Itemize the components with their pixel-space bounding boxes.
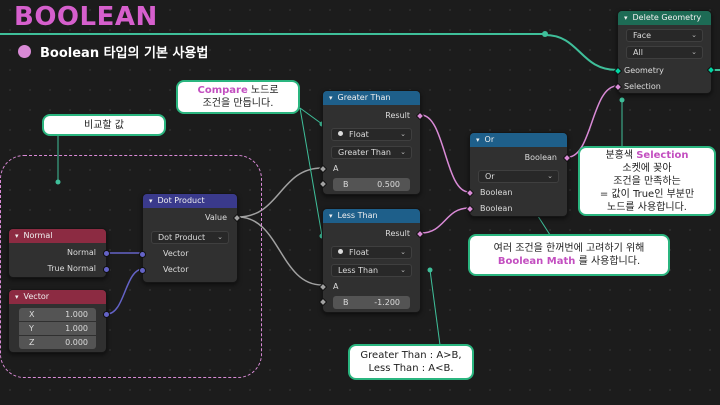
chevron-down-icon[interactable]: ▾	[624, 14, 628, 22]
chevron-down-icon: ⌄	[547, 172, 553, 180]
chevron-down-icon: ⌄	[400, 148, 406, 156]
delete-geometry-node[interactable]: ▾Delete Geometry Face⌄ All⌄ Geometry Sel…	[613, 10, 716, 94]
geometry-wire-dot	[542, 31, 548, 37]
chevron-down-icon[interactable]: ▾	[476, 136, 480, 144]
output-normal: Normal	[9, 247, 110, 259]
socket-icon[interactable]	[103, 265, 110, 273]
domain-dropdown[interactable]: Face⌄	[626, 29, 703, 42]
node-header[interactable]: ▾Greater Than	[323, 91, 420, 105]
geometry-wire-in	[544, 34, 618, 71]
wire-lt-to-or	[420, 207, 470, 234]
operation-dropdown[interactable]: Or⌄	[478, 170, 559, 183]
input-vector-1: Vector	[139, 248, 237, 260]
input-boolean-2: Boolean	[465, 203, 567, 215]
leader-compare	[299, 107, 323, 125]
node-header[interactable]: ▾Less Than	[323, 209, 420, 223]
chevron-down-icon[interactable]: ▾	[329, 94, 333, 102]
input-selection: Selection	[613, 81, 711, 93]
greater-than-node[interactable]: ▾Greater Than Result Float⌄ Greater Than…	[318, 90, 425, 195]
socket-icon[interactable]	[103, 249, 110, 257]
data-type-dropdown[interactable]: Float⌄	[331, 128, 412, 141]
title-underline	[0, 33, 545, 35]
chevron-down-icon: ⌄	[691, 48, 697, 56]
data-type-dropdown[interactable]: Float⌄	[331, 246, 412, 259]
callout-compare: Compare 노드로 조건을 만듭니다.	[176, 80, 300, 114]
operation-dropdown[interactable]: Less Than⌄	[331, 264, 412, 277]
output-boolean: Boolean	[470, 152, 572, 164]
input-boolean-1: Boolean	[465, 187, 567, 199]
node-header[interactable]: ▾Vector	[9, 290, 106, 304]
circle-dot-icon	[338, 131, 343, 136]
callout-selection: 분홍색 Selection 소켓에 꽂아 조건을 만족하는 = 값이 True인…	[578, 146, 716, 216]
page-subtitle: Boolean 타입의 기본 사용법	[40, 46, 209, 61]
operation-dropdown[interactable]: Greater Than⌄	[331, 146, 412, 159]
output-true-normal: True Normal	[9, 263, 110, 275]
input-b-field[interactable]: B-1.200	[333, 296, 410, 309]
socket-icon[interactable]	[139, 266, 146, 274]
chevron-down-icon[interactable]: ▾	[149, 197, 153, 205]
mode-dropdown[interactable]: All⌄	[626, 46, 703, 59]
socket-icon[interactable]	[103, 311, 110, 318]
page-title: BOOLEAN	[14, 2, 158, 32]
chevron-down-icon[interactable]: ▾	[15, 232, 19, 240]
wire-gt-to-or	[420, 114, 470, 193]
wire-value-to-gt	[237, 167, 323, 218]
chevron-down-icon[interactable]: ▾	[329, 212, 333, 220]
node-header[interactable]: ▾Dot Product	[143, 194, 237, 208]
wire-value-to-lt	[237, 216, 323, 286]
chevron-down-icon: ⌄	[400, 130, 406, 138]
input-vector-2: Vector	[139, 264, 237, 276]
output-result: Result	[323, 228, 425, 240]
callout-greater-less: Greater Than : A>B, Less Than : A<B.	[348, 344, 474, 380]
bullet-icon	[18, 45, 31, 58]
leader-compare-2	[299, 107, 323, 237]
normal-node[interactable]: ▾Normal Normal True Normal	[8, 228, 110, 278]
less-than-node[interactable]: ▾Less Than Result Float⌄ Less Than⌄ A B-…	[318, 208, 425, 313]
operation-dropdown[interactable]: Dot Product⌄	[151, 231, 229, 244]
input-a: A	[318, 281, 420, 293]
dot-product-node[interactable]: ▾Dot Product Value Dot Product⌄ Vector V…	[139, 193, 242, 283]
input-geometry: Geometry	[613, 65, 711, 77]
leader-gt-lt	[429, 269, 441, 346]
output-result: Result	[323, 110, 425, 122]
socket-icon[interactable]	[139, 250, 146, 258]
chevron-down-icon: ⌄	[217, 233, 223, 241]
callout-compare-value: 비교할 값	[42, 114, 166, 136]
wire-vector-to-dot	[106, 268, 144, 315]
circle-dot-icon	[338, 249, 343, 254]
output-value: Value	[143, 212, 242, 224]
chevron-down-icon: ⌄	[400, 266, 406, 274]
node-header[interactable]: ▾Delete Geometry	[618, 11, 711, 25]
or-node[interactable]: ▾Or Boolean Or⌄ Boolean Boolean	[465, 132, 572, 217]
chevron-down-icon: ⌄	[400, 248, 406, 256]
callout-boolean-math: 여러 조건을 한꺼번에 고려하기 위해 Boolean Math 를 사용합니다…	[468, 234, 670, 276]
chevron-down-icon[interactable]: ▾	[15, 293, 19, 301]
input-values-group	[0, 155, 262, 378]
wire-or-to-selection	[567, 85, 618, 158]
chevron-down-icon: ⌄	[691, 31, 697, 39]
node-header[interactable]: ▾Normal	[9, 229, 106, 243]
node-header[interactable]: ▾Or	[470, 133, 567, 147]
input-a: A	[318, 163, 420, 175]
